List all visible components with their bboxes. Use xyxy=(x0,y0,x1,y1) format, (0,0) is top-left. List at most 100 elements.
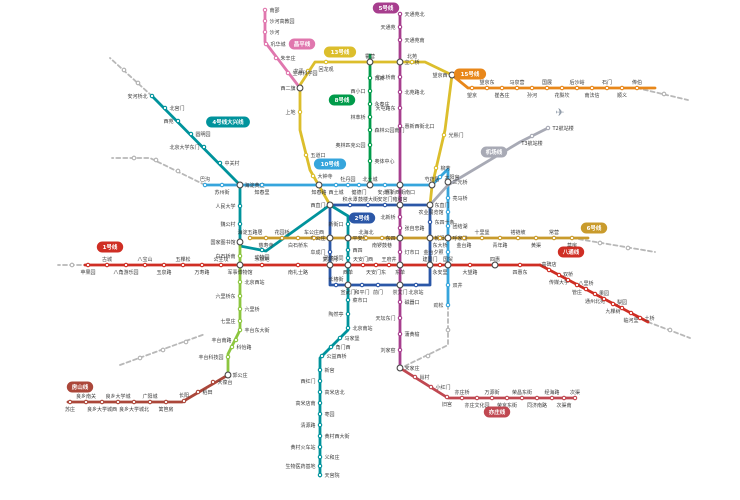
station-中关村[interactable] xyxy=(217,160,223,166)
station-生物医药基地[interactable] xyxy=(317,463,323,469)
station-团结湖[interactable] xyxy=(445,223,451,229)
station-良乡大学城北[interactable] xyxy=(131,399,137,405)
station-三元桥[interactable] xyxy=(444,178,452,186)
station-磁器口[interactable] xyxy=(397,299,403,305)
station-九棵树[interactable] xyxy=(610,301,616,307)
station-草房[interactable] xyxy=(569,235,575,241)
station-北新桥[interactable] xyxy=(397,214,403,220)
station-良乡大学城西[interactable] xyxy=(99,399,105,405)
station-良乡大学城[interactable] xyxy=(115,399,121,405)
station-森林公园南门[interactable] xyxy=(367,127,373,133)
station-北苑路北[interactable] xyxy=(397,89,403,95)
station-四惠[interactable] xyxy=(491,261,499,269)
station-雍和宫[interactable] xyxy=(396,201,404,209)
station-七里庄[interactable] xyxy=(237,318,243,324)
station-公主坟[interactable] xyxy=(218,262,224,268)
station-沙河[interactable] xyxy=(262,29,268,35)
station-良乡南关[interactable] xyxy=(83,399,89,405)
station-芍药居[interactable] xyxy=(428,181,436,189)
station-惠新西街北口[interactable] xyxy=(397,123,403,129)
station-生命科学园[interactable] xyxy=(285,70,291,76)
station-呼家楼[interactable] xyxy=(444,234,452,242)
station-黄村西大街[interactable] xyxy=(317,433,323,439)
station-南法信[interactable] xyxy=(589,85,595,91)
station-灯市口[interactable] xyxy=(397,249,403,255)
station-天安门西[interactable] xyxy=(360,262,366,268)
station-黄渠[interactable] xyxy=(533,235,539,241)
station-前门[interactable] xyxy=(375,282,381,288)
station-西红门[interactable] xyxy=(317,378,323,384)
station-金台夕照[interactable] xyxy=(445,249,451,255)
station-崔各庄[interactable] xyxy=(499,85,505,91)
line-badge-昌平线[interactable] xyxy=(288,38,316,50)
station-望京[interactable] xyxy=(469,85,475,91)
line-badge-13号线[interactable] xyxy=(323,46,357,58)
station-土桥[interactable] xyxy=(637,315,643,321)
station-积水潭[interactable] xyxy=(347,202,353,208)
station-黄村火车站[interactable] xyxy=(317,444,323,450)
station-传媒大学[interactable] xyxy=(556,272,562,278)
station-义和庄[interactable] xyxy=(317,454,323,460)
station-永泰庄[interactable] xyxy=(367,101,373,107)
station-海淀五路居[interactable] xyxy=(247,235,253,241)
station-王府井[interactable] xyxy=(386,262,392,268)
station-白石桥东[interactable] xyxy=(295,235,301,241)
line-badge-4号线大兴线[interactable] xyxy=(206,116,250,128)
station-梨园[interactable] xyxy=(619,305,625,311)
station-刘家窑[interactable] xyxy=(397,347,403,353)
station-鼓楼大街[interactable] xyxy=(365,202,371,208)
station-天宫院[interactable] xyxy=(317,472,323,478)
station-常营[interactable] xyxy=(551,235,557,241)
station-青年路[interactable] xyxy=(497,235,503,241)
station-同济南路[interactable] xyxy=(534,395,540,401)
station-高碑店[interactable] xyxy=(546,267,552,273)
station-光熙门[interactable] xyxy=(441,132,447,138)
station-北苑[interactable] xyxy=(409,59,415,65)
station-慈寿寺[interactable] xyxy=(263,235,269,241)
station-小红门[interactable] xyxy=(428,384,434,390)
station-大望路[interactable] xyxy=(467,262,473,268)
station-四惠东[interactable] xyxy=(517,262,523,268)
station-六里桥[interactable] xyxy=(237,306,243,312)
station-国展[interactable] xyxy=(544,85,550,91)
station-郭公庄[interactable] xyxy=(224,371,232,379)
station-北京南站[interactable] xyxy=(345,325,351,331)
station-白石桥南[interactable] xyxy=(237,253,243,259)
station-公益西桥[interactable] xyxy=(319,353,325,359)
station-亦庄文化园[interactable] xyxy=(474,395,480,401)
station-次渠南[interactable] xyxy=(561,395,567,401)
station-新宫[interactable] xyxy=(317,367,323,373)
station-阜成门[interactable] xyxy=(327,249,333,255)
station-复兴门[interactable] xyxy=(326,261,334,269)
station-后沙峪[interactable] xyxy=(574,85,580,91)
station-西二旗[interactable] xyxy=(296,84,304,92)
station-回龙观[interactable] xyxy=(323,59,329,65)
station-古城[interactable] xyxy=(104,262,110,268)
station-国家图书馆[interactable] xyxy=(236,238,244,246)
station-高米店北[interactable] xyxy=(317,389,323,395)
line-badge-房山线[interactable] xyxy=(66,381,94,393)
station-金台路[interactable] xyxy=(461,235,467,241)
station-长椿街[interactable] xyxy=(333,282,339,288)
station-苏庄[interactable] xyxy=(67,399,73,405)
station-太阳宫[interactable] xyxy=(437,174,443,180)
line-badge-6号线[interactable] xyxy=(580,222,608,234)
station-经海路[interactable] xyxy=(549,395,555,401)
station-北京站[interactable] xyxy=(413,282,419,288)
station-双井[interactable] xyxy=(445,282,451,288)
station-T3航站楼[interactable] xyxy=(529,133,535,139)
station-动物园[interactable] xyxy=(259,247,265,253)
station-西土城[interactable] xyxy=(333,182,339,188)
station-孙河[interactable] xyxy=(529,85,535,91)
station-人民大学[interactable] xyxy=(237,203,243,209)
station-知春里[interactable] xyxy=(259,182,265,188)
station-五道口[interactable] xyxy=(303,152,309,158)
station-篱笆房[interactable] xyxy=(163,399,169,405)
station-巴沟[interactable] xyxy=(202,182,208,188)
station-奥林匹克公园[interactable] xyxy=(367,142,373,148)
station-北京大学东门[interactable] xyxy=(201,144,207,150)
station-广阳城[interactable] xyxy=(147,399,153,405)
station-天通苑北[interactable] xyxy=(397,11,403,17)
station-惠新西街南口[interactable] xyxy=(396,181,404,189)
station-海淀黄庄[interactable] xyxy=(236,181,244,189)
